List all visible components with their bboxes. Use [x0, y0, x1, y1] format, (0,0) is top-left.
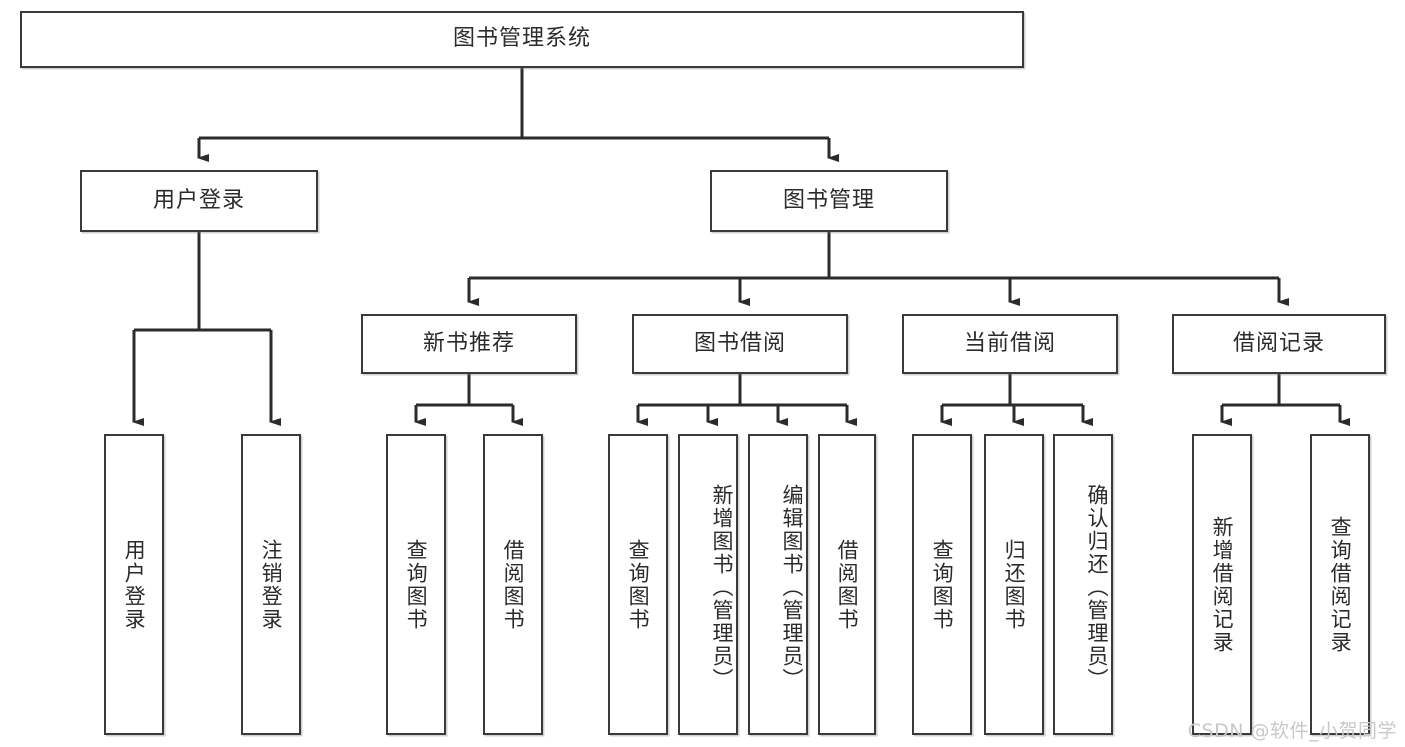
- leaf-user-login[interactable]: 用户登录: [104, 434, 164, 735]
- node-root-label: 图书管理系统: [452, 26, 591, 52]
- leaf-add-book-label: 新增图书（管理员）: [710, 484, 734, 691]
- leaf-query-book-2[interactable]: 查询图书: [608, 434, 668, 735]
- leaf-edit-book[interactable]: 编辑图书（管理员）: [748, 434, 808, 735]
- leaf-logout[interactable]: 注销登录: [241, 434, 301, 735]
- leaf-query-book-3[interactable]: 查询图书: [912, 434, 972, 735]
- leaf-borrow-book-1-label: 借阅图书: [501, 538, 526, 631]
- node-new-book-rec[interactable]: 新书推荐: [361, 314, 577, 374]
- leaf-user-login-label: 用户登录: [122, 538, 147, 631]
- leaf-borrow-book-2[interactable]: 借阅图书: [818, 434, 876, 735]
- node-root[interactable]: 图书管理系统: [20, 11, 1024, 68]
- node-user-login-label: 用户登录: [152, 187, 245, 213]
- leaf-add-record[interactable]: 新增借阅记录: [1192, 434, 1252, 735]
- leaf-confirm-return-label: 确认归还（管理员）: [1085, 484, 1109, 691]
- leaf-query-record[interactable]: 查询借阅记录: [1310, 434, 1370, 735]
- node-current-borrow[interactable]: 当前借阅: [902, 314, 1118, 374]
- leaf-borrow-book-1[interactable]: 借阅图书: [483, 434, 543, 735]
- node-book-manage-label: 图书管理: [782, 187, 875, 213]
- leaf-query-book-1[interactable]: 查询图书: [386, 434, 446, 735]
- leaf-return-book[interactable]: 归还图书: [984, 434, 1044, 735]
- node-book-borrow-label: 图书借阅: [693, 330, 786, 356]
- leaf-query-book-1-label: 查询图书: [404, 538, 429, 631]
- node-borrow-record-label: 借阅记录: [1232, 330, 1325, 356]
- leaf-edit-book-label: 编辑图书（管理员）: [780, 484, 804, 691]
- leaf-add-book[interactable]: 新增图书（管理员）: [678, 434, 738, 735]
- leaf-borrow-book-2-label: 借阅图书: [835, 538, 860, 631]
- node-book-manage[interactable]: 图书管理: [710, 170, 948, 232]
- node-current-borrow-label: 当前借阅: [963, 330, 1056, 356]
- leaf-add-record-label: 新增借阅记录: [1210, 515, 1235, 654]
- node-book-borrow[interactable]: 图书借阅: [632, 314, 848, 374]
- node-borrow-record[interactable]: 借阅记录: [1172, 314, 1386, 374]
- watermark: CSDN @软件_小贺同学: [1187, 720, 1397, 742]
- leaf-query-book-3-label: 查询图书: [930, 538, 955, 631]
- leaf-query-record-label: 查询借阅记录: [1328, 515, 1353, 654]
- node-new-book-rec-label: 新书推荐: [422, 330, 515, 356]
- leaf-return-book-label: 归还图书: [1002, 538, 1027, 631]
- node-user-login[interactable]: 用户登录: [80, 170, 318, 232]
- leaf-logout-label: 注销登录: [259, 538, 284, 631]
- leaf-query-book-2-label: 查询图书: [626, 538, 651, 631]
- leaf-confirm-return[interactable]: 确认归还（管理员）: [1053, 434, 1113, 735]
